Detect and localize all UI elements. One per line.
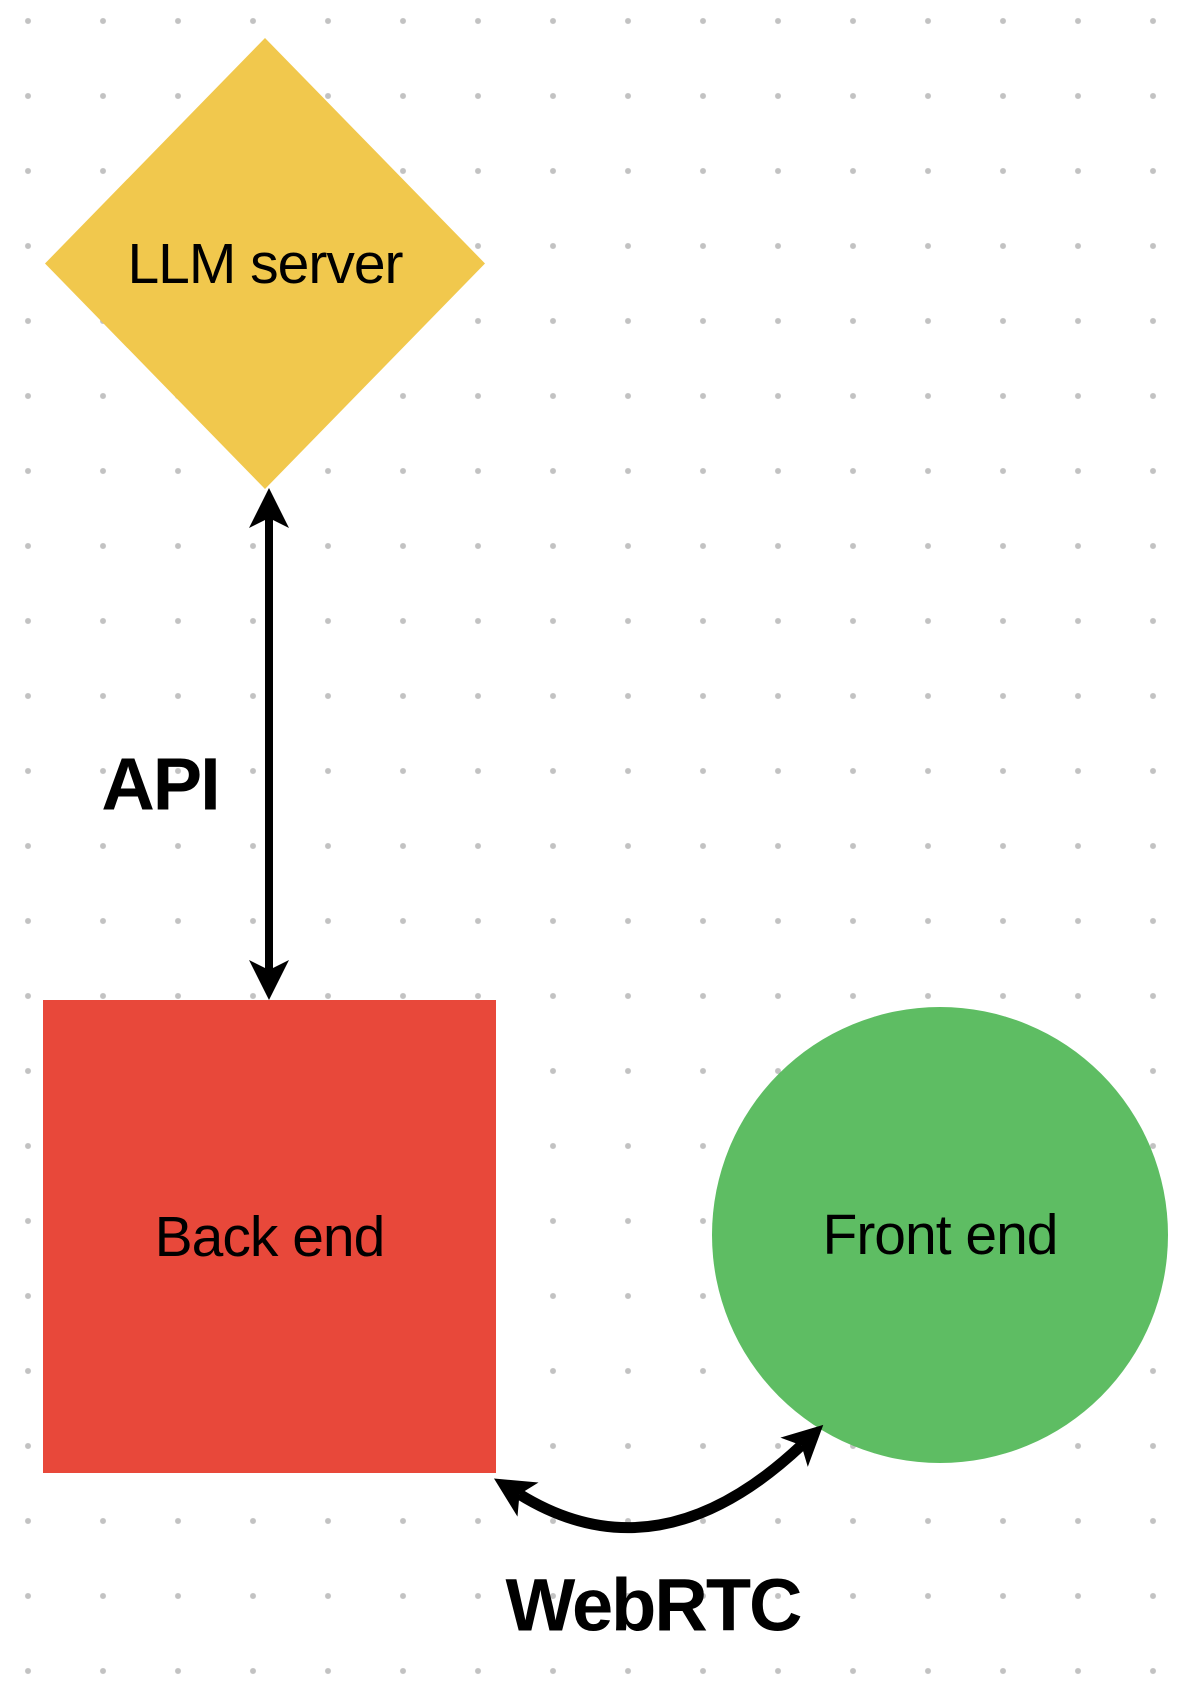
node-front-end-label: Front end <box>822 1203 1059 1267</box>
node-front-end[interactable]: Front end <box>712 1007 1168 1463</box>
edge-label-api[interactable]: API <box>101 742 220 826</box>
webrtc-arrow[interactable] <box>493 1424 824 1534</box>
edge-label-webrtc[interactable]: WebRTC <box>505 1563 803 1647</box>
node-back-end[interactable]: Back end <box>43 1000 496 1473</box>
node-llm-server-label: LLM server <box>127 231 403 296</box>
node-back-end-label: Back end <box>154 1204 386 1269</box>
